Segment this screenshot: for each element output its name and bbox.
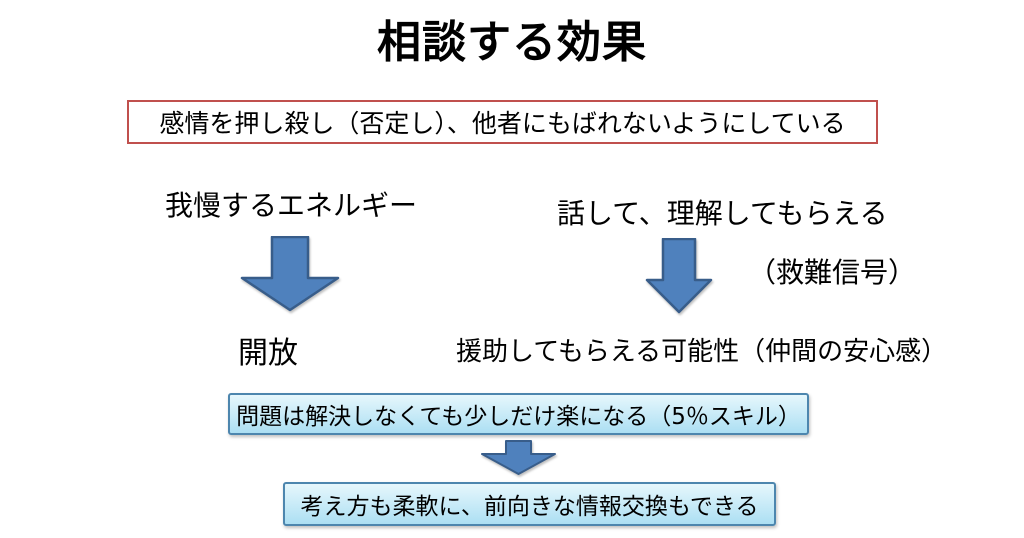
down-arrow-icon: [481, 440, 556, 475]
left-flow-label: 我慢するエネルギー: [165, 189, 418, 222]
relief-box-text: 問題は解決しなくても少しだけ楽になる（5％スキル）: [236, 404, 801, 430]
exchange-box: 考え方も柔軟に、前向きな情報交換もできる: [283, 482, 776, 526]
down-arrow-icon: [645, 238, 713, 314]
relief-box: 問題は解決しなくても少しだけ楽になる（5％スキル）: [228, 393, 809, 435]
right-flow-label: 話して、理解してもらえる: [557, 197, 888, 230]
suppression-box-text: 感情を押し殺し（否定し）、他者にもばれないようにしている: [159, 109, 846, 138]
suppression-box: 感情を押し殺し（否定し）、他者にもばれないようにしている: [127, 100, 878, 144]
exchange-box-text: 考え方も柔軟に、前向きな情報交換もできる: [300, 494, 759, 520]
left-flow-result: 開放: [238, 336, 298, 371]
page-title: 相談する効果: [377, 17, 647, 68]
right-flow-result: 援助してもらえる可能性（仲間の安心感）: [456, 337, 948, 367]
down-arrow-icon: [240, 236, 340, 312]
rescue-signal-note: （救難信号）: [748, 256, 917, 289]
